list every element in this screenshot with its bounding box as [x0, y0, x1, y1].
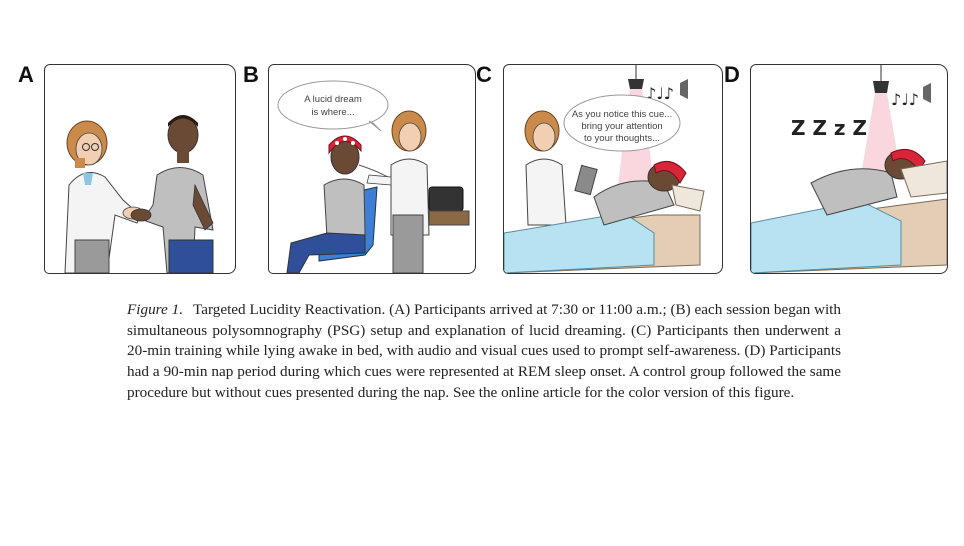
panel-a-illustration: [44, 64, 236, 274]
handshake-illustration: [64, 115, 214, 273]
panel-label-a: A: [18, 62, 34, 87]
training-illustration: ♪♩♪ As you notice this cue... bring your…: [504, 65, 705, 273]
speech-line-1: A lucid dream: [304, 94, 362, 105]
sleep-z-text: Z Z z Z: [791, 116, 867, 140]
speech-line-2: is where...: [311, 107, 354, 118]
caption-text: Targeted Lucidity Reactivation. (A) Part…: [127, 301, 841, 401]
figure-caption: Figure 1.Targeted Lucidity Reactivation.…: [127, 300, 841, 404]
figure-label: Figure 1.: [127, 301, 183, 318]
music-notes-icon: ♪♩♪: [646, 84, 674, 103]
setup-illustration: A lucid dream is where...: [277, 80, 470, 273]
panel-label-d: D: [724, 62, 740, 87]
panel-label-b: B: [243, 62, 259, 87]
panel-d-illustration: ♪♩♪ Z Z z Z: [750, 64, 948, 274]
panel-b-illustration: A lucid dream is where...: [268, 64, 476, 274]
music-notes-icon: ♪♩♪: [891, 90, 919, 109]
speech-line-1: As you notice this cue...: [572, 109, 672, 120]
panel-c-illustration: ♪♩♪ As you notice this cue... bring your…: [503, 64, 723, 274]
panel-label-c: C: [476, 62, 492, 87]
speech-line-3: to your thoughts...: [584, 133, 660, 144]
nap-illustration: ♪♩♪ Z Z z Z: [751, 65, 947, 273]
speech-line-2: bring your attention: [581, 121, 662, 132]
